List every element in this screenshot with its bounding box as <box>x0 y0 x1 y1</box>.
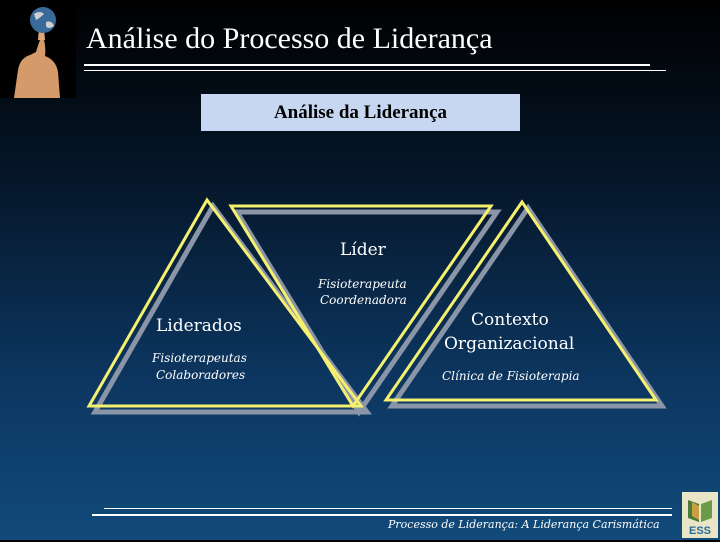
title-rule-secondary <box>84 70 666 71</box>
subtitle-box: Análise da Liderança <box>201 94 520 131</box>
liderados-detail-line1: Fisioterapeutas <box>152 351 247 365</box>
lider-detail-line2: Coordenadora <box>320 293 407 307</box>
liderados-detail-line2: Colaboradores <box>156 368 246 382</box>
triangle-contexto-shadow <box>387 203 667 409</box>
footer-rule-secondary <box>92 514 672 516</box>
footer-rule <box>104 508 672 509</box>
triangle-lider-shadow <box>232 209 502 417</box>
triangle-contexto <box>383 199 659 402</box>
lider-detail-line1: Fisioterapeuta <box>318 277 407 291</box>
footer-text: Processo de Liderança: A Liderança Caris… <box>388 518 660 531</box>
title-rule <box>84 64 650 66</box>
contexto-label-line2: Organizacional <box>444 334 575 354</box>
lider-label: Líder <box>340 240 386 260</box>
logo-image <box>0 0 76 98</box>
globe-hand-icon <box>0 0 76 98</box>
contexto-detail: Clínica de Fisioterapia <box>442 369 580 383</box>
contexto-label-line1: Contexto <box>471 310 549 330</box>
triangle-lider <box>228 204 494 409</box>
book-icon: ESS <box>682 492 718 538</box>
page-title: Análise do Processo de Liderança <box>86 22 493 55</box>
triangle-liderados <box>86 197 364 408</box>
ess-logo-text: ESS <box>689 525 711 537</box>
liderados-label: Liderados <box>156 316 242 336</box>
ess-logo: ESS <box>682 492 718 538</box>
subtitle-text: Análise da Liderança <box>273 101 448 123</box>
